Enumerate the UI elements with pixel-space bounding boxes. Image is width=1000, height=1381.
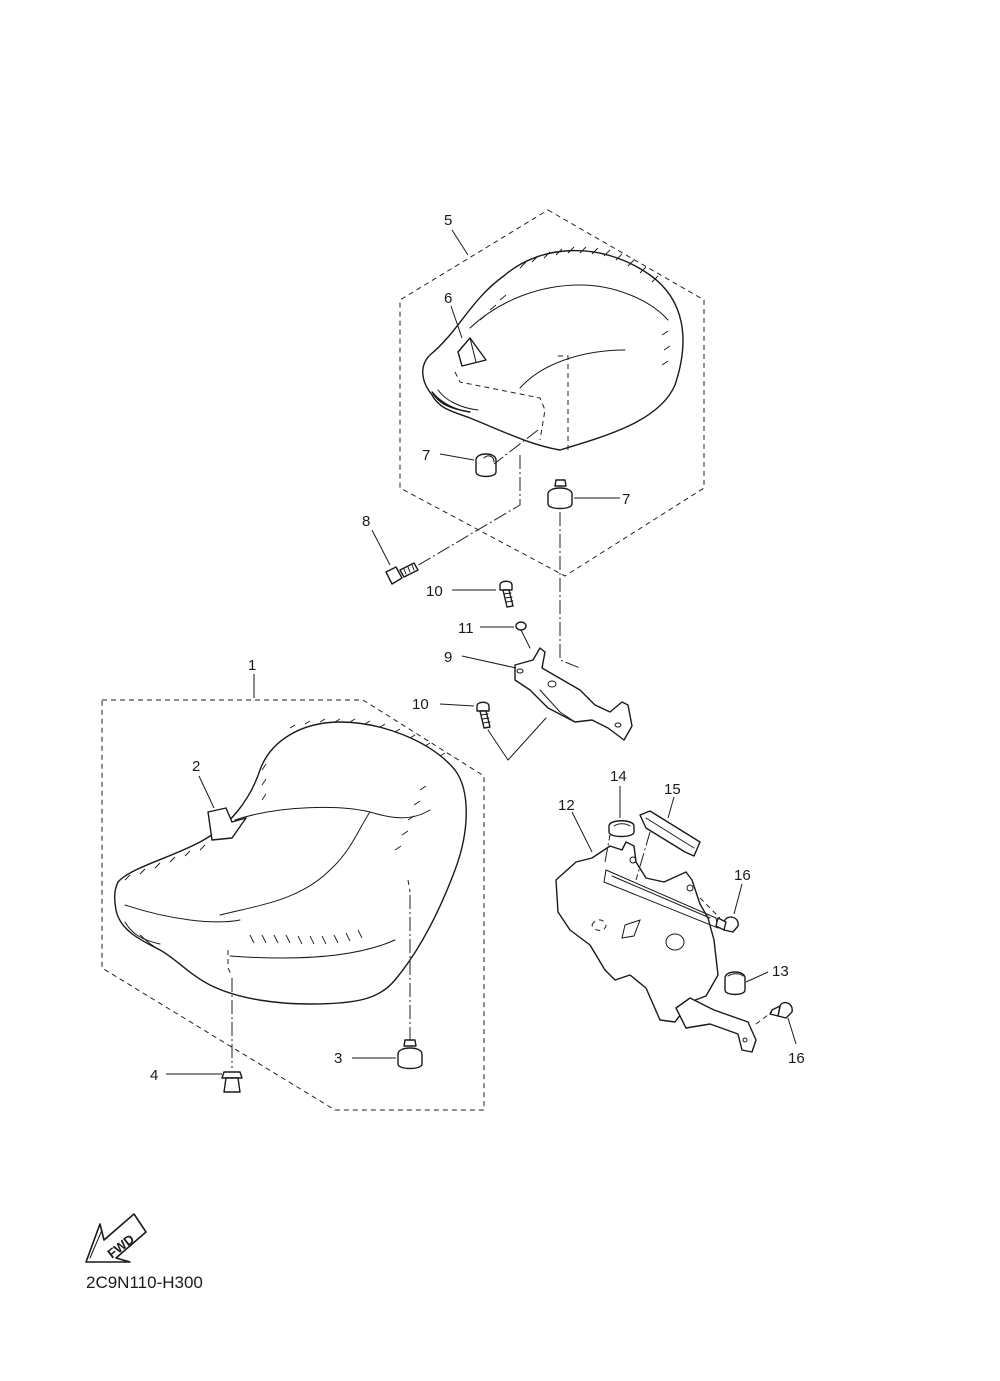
callout-10-lower: 10 <box>412 696 429 713</box>
damper-left <box>475 453 497 478</box>
bracket-9 <box>514 647 633 741</box>
front-seat-group <box>101 699 485 1111</box>
side-cover-group <box>555 810 793 1053</box>
washer-11 <box>515 621 527 631</box>
rear-seat-stitching <box>479 246 671 366</box>
damper-right <box>547 479 573 510</box>
callout-11: 11 <box>458 620 474 637</box>
side-cover-bracket <box>675 997 757 1053</box>
callout-8: 8 <box>362 513 370 530</box>
damper-3 <box>397 1039 423 1070</box>
rear-seat-underside <box>431 391 471 413</box>
rear-seat-tab <box>457 337 487 367</box>
callout-5: 5 <box>444 212 452 229</box>
callout-12: 12 <box>558 797 575 814</box>
side-cover <box>555 841 719 1023</box>
callout-4: 4 <box>150 1067 158 1084</box>
callout-14: 14 <box>610 768 627 785</box>
callout-1: 1 <box>248 657 256 674</box>
bolt-10-upper <box>499 580 514 608</box>
callout-7-left: 7 <box>422 447 430 464</box>
callout-3: 3 <box>334 1050 342 1067</box>
callout-16-upper: 16 <box>734 867 751 884</box>
rear-seat-group <box>399 209 705 669</box>
callout-9: 9 <box>444 649 452 666</box>
callout-7-right: 7 <box>622 491 630 508</box>
callout-10-upper: 10 <box>426 583 443 600</box>
front-seat-stitching <box>124 718 446 945</box>
bolt-8 <box>385 562 419 585</box>
bolt-16-upper <box>715 916 739 933</box>
nut-4 <box>221 1071 243 1093</box>
diagram-code: 2C9N110-H300 <box>86 1273 203 1292</box>
front-seat-boundary <box>101 699 485 1111</box>
grommet-14 <box>608 820 635 838</box>
callout-leaders <box>166 229 797 1075</box>
callout-6: 6 <box>444 290 452 307</box>
front-seat <box>113 721 467 1005</box>
callout-15: 15 <box>664 781 681 798</box>
rear-seat-boundary <box>399 209 705 577</box>
callout-13: 13 <box>772 963 789 980</box>
front-seat-tab <box>207 807 247 841</box>
grommet-13 <box>724 971 746 996</box>
rear-seat <box>422 249 684 451</box>
callout-16-lower: 16 <box>788 1050 805 1067</box>
callout-2: 2 <box>192 758 200 775</box>
callout-labels: 5 6 7 7 8 10 11 9 10 1 2 3 4 14 15 12 16… <box>150 212 805 1084</box>
fwd-arrow-icon: FWD <box>85 1213 147 1263</box>
bolt-10-lower <box>476 701 491 729</box>
bolt-16-lower <box>769 1001 793 1019</box>
